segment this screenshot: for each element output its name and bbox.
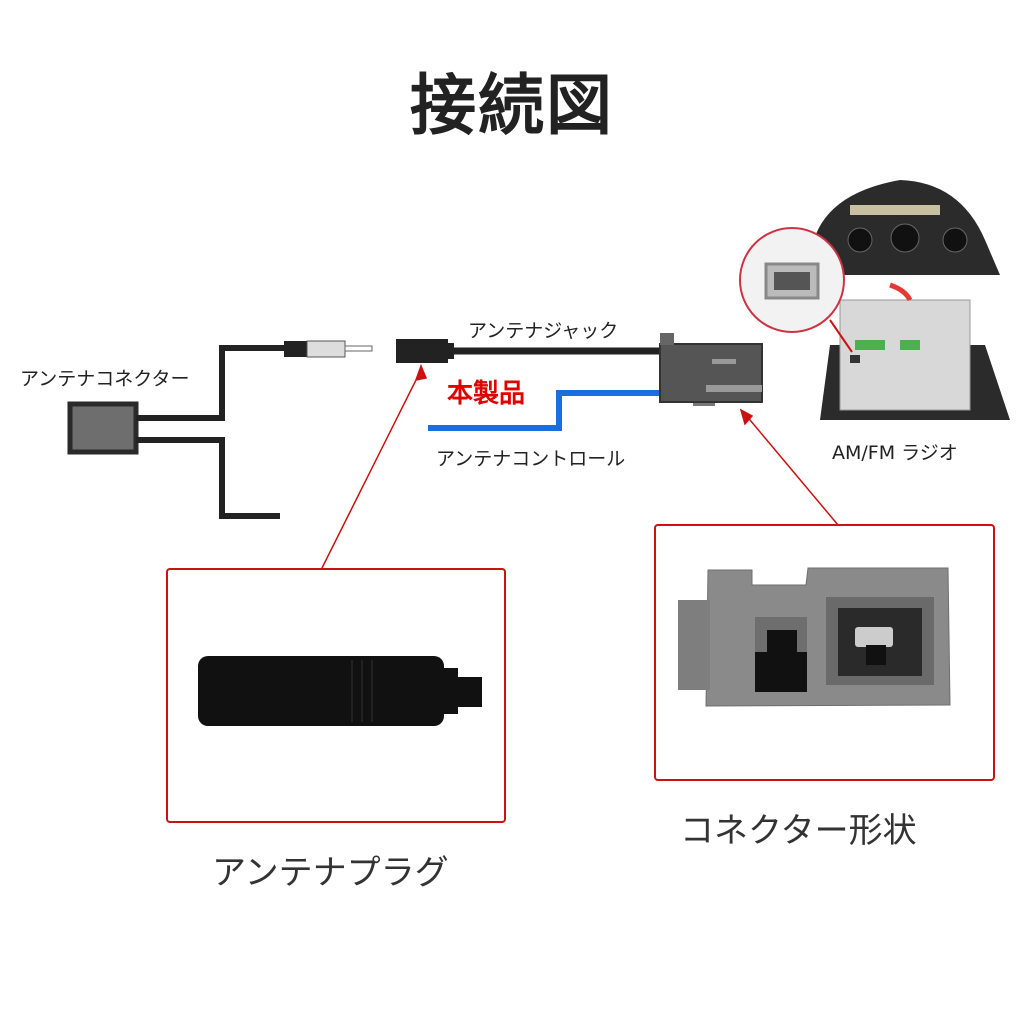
arrow-icon (889, 282, 913, 302)
male-plug-sleeve (306, 340, 346, 358)
antenna-plug-caption: アンテナプラグ (212, 853, 449, 893)
plug-tip (458, 677, 482, 707)
product-cable (396, 333, 763, 431)
connector-wire-upper (136, 345, 290, 421)
radio-illustration (739, 180, 1010, 420)
plug-body (198, 656, 444, 726)
radio-label: AM/FM ラジオ (832, 442, 958, 464)
male-plug-pin (344, 345, 373, 352)
antenna-control-label: アンテナコントロール (436, 448, 626, 470)
antenna-connector-assembly (67, 340, 373, 519)
connector-callout-line (744, 413, 839, 526)
connector-wire-lower (136, 437, 280, 519)
antenna-connector-label: アンテナコネクター (20, 368, 190, 390)
plug-callout-arrowhead (414, 363, 428, 381)
product-connector (659, 343, 763, 403)
antenna-jack (396, 339, 448, 363)
connector-shape-caption: コネクター形状 (680, 811, 917, 851)
connector-callout-arrowhead (739, 408, 754, 426)
radio-chassis (839, 299, 971, 411)
callout-arrows (321, 363, 839, 569)
male-plug-body (284, 341, 308, 357)
control-wire (428, 390, 662, 431)
page-title: 接続図 (410, 67, 614, 144)
antenna-plug-photo (166, 568, 506, 823)
antenna-jack-label: アンテナジャック (468, 320, 619, 342)
connector-shape-photo (654, 524, 995, 781)
connector-latch (660, 333, 674, 345)
plug-callout-line (321, 369, 422, 569)
product-label: 本製品 (447, 379, 526, 409)
antenna-connector-box (67, 401, 139, 455)
